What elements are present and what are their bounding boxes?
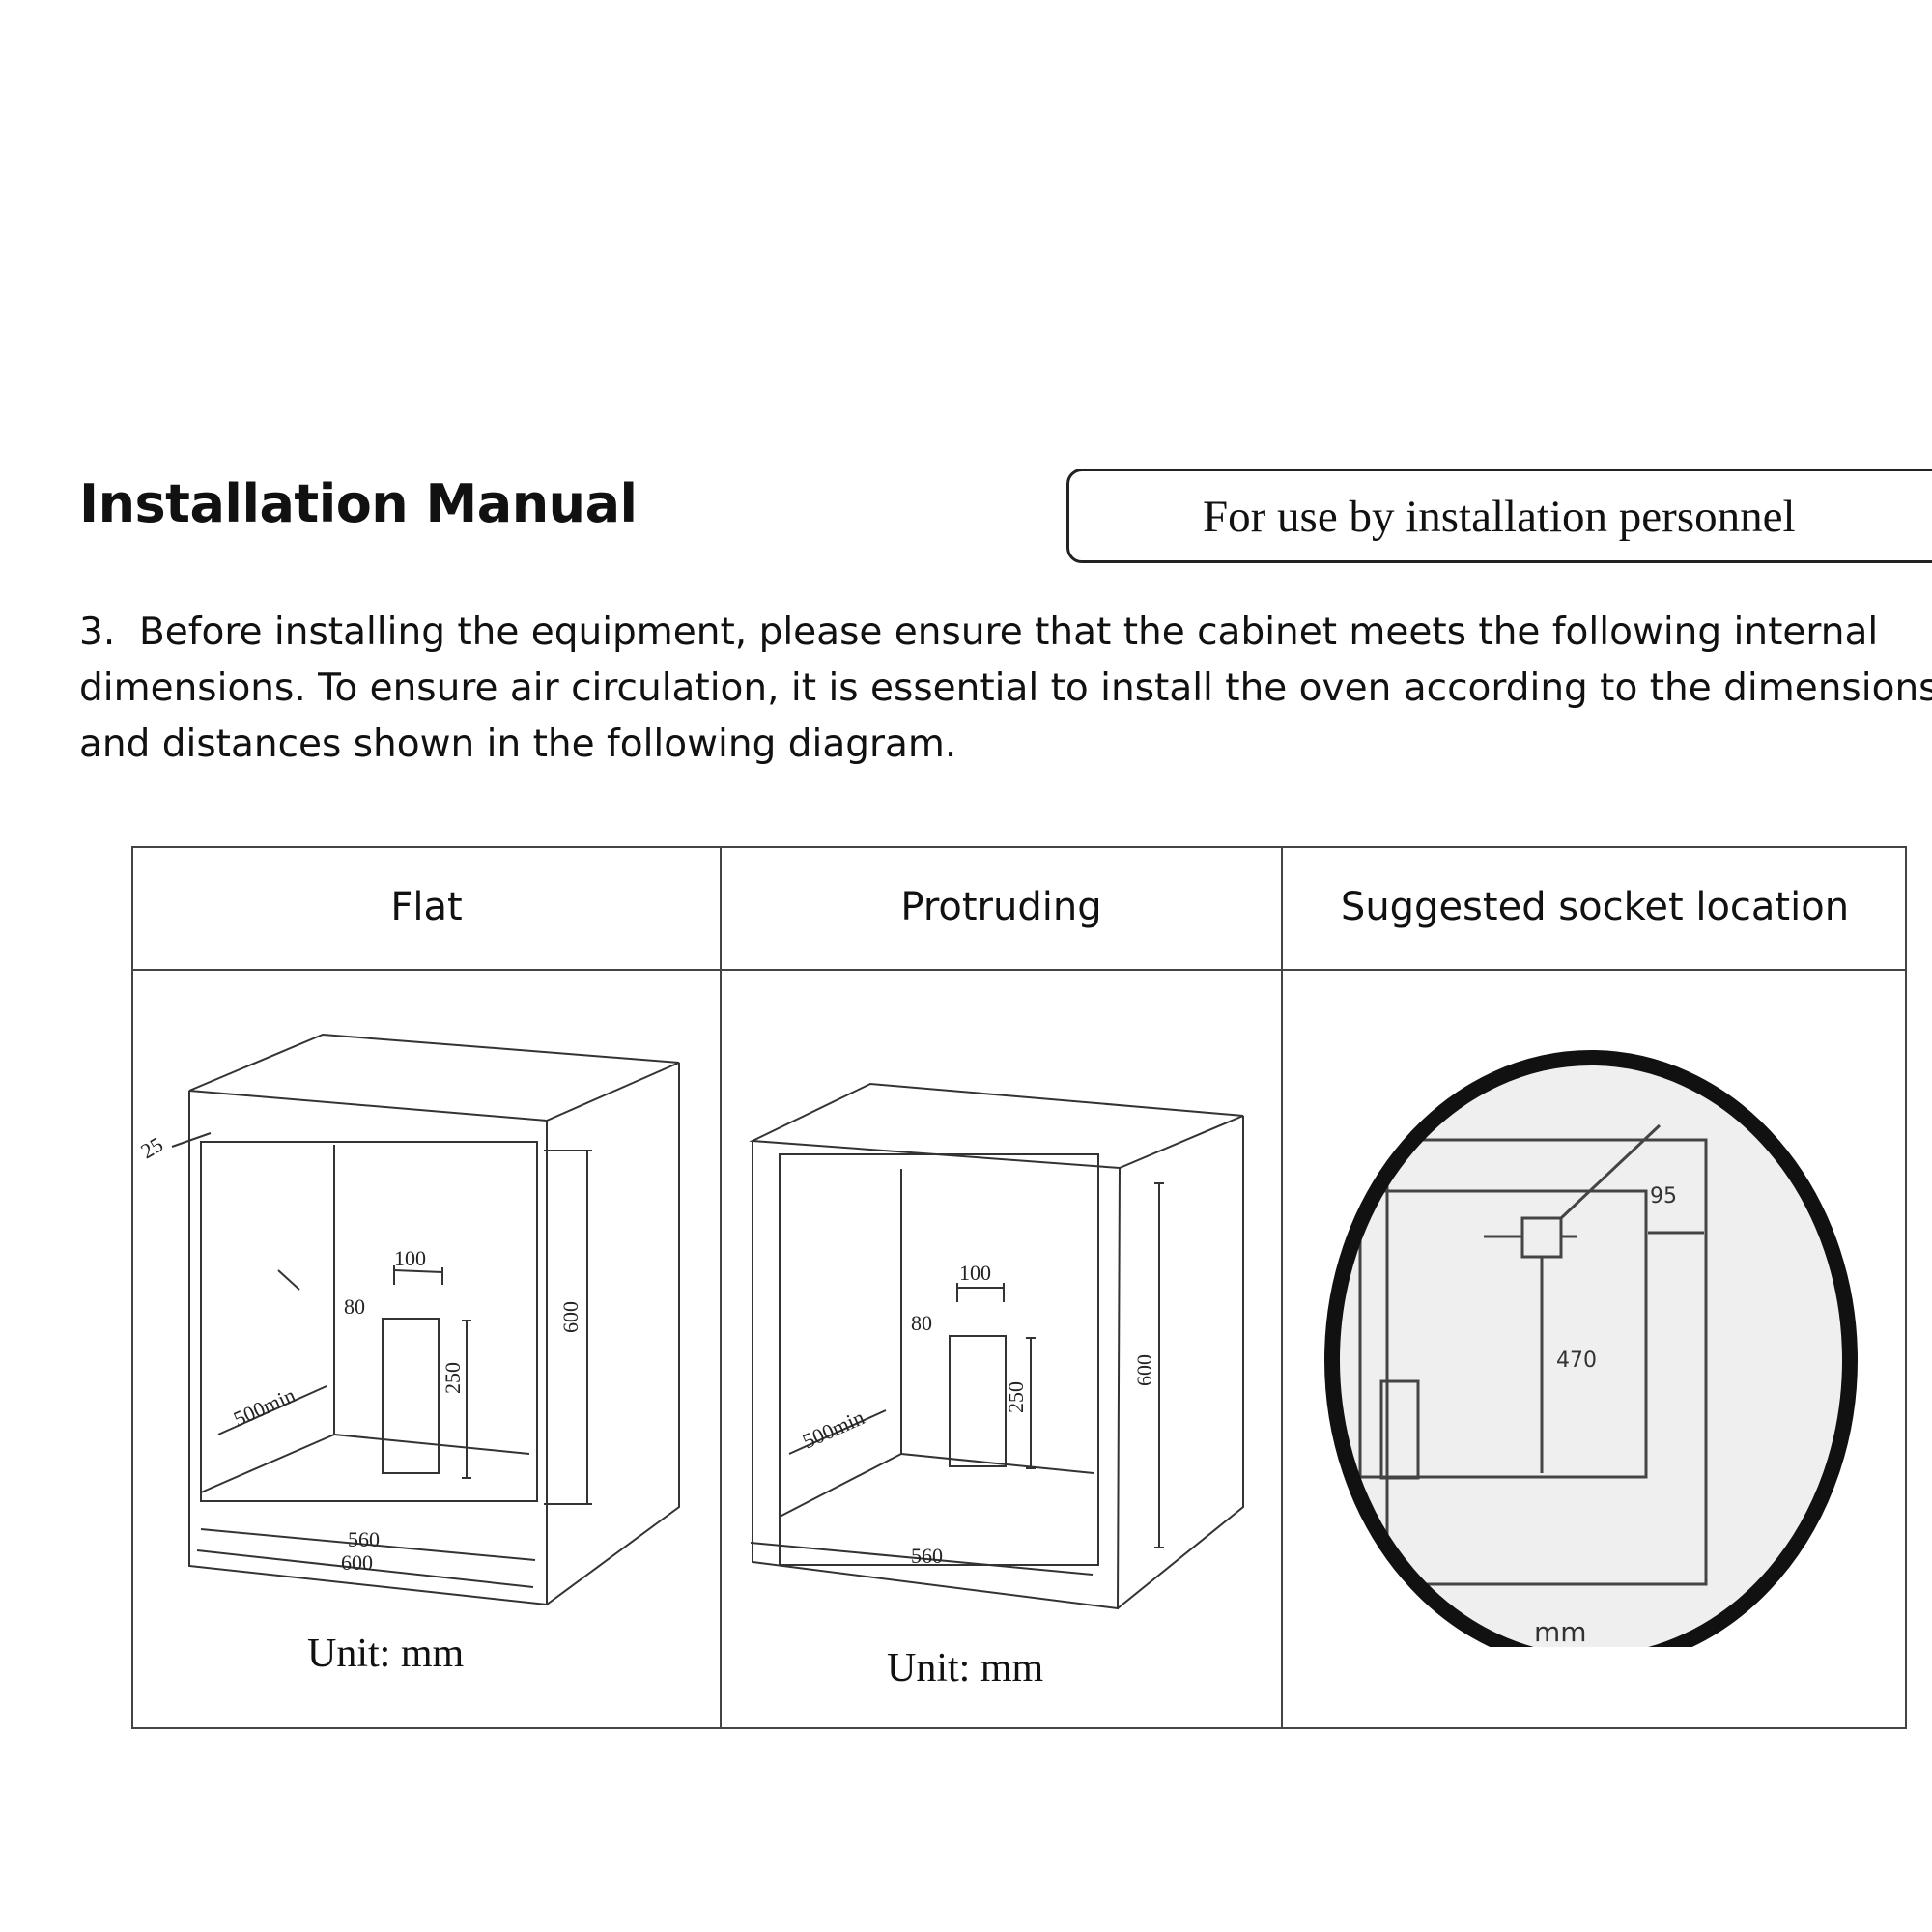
protruding-dim-500min: 500min bbox=[799, 1405, 868, 1453]
protruding-unit-caption: Unit: mm bbox=[887, 1646, 1044, 1690]
socket-dim-95: 95 bbox=[1650, 1184, 1677, 1208]
header-socket-location: Suggested socket location bbox=[1340, 885, 1850, 929]
protruding-dim-80: 80 bbox=[911, 1311, 932, 1335]
flat-oven-block bbox=[382, 1318, 440, 1474]
protruding-dim-250: 250 bbox=[1004, 1381, 1028, 1413]
socket-location-diagram: 95 470 mm bbox=[1324, 1050, 1858, 1647]
flat-dim-80: 80 bbox=[344, 1294, 365, 1319]
protruding-dim-600-height: 600 bbox=[1132, 1354, 1156, 1386]
flat-cavity-opening bbox=[200, 1141, 538, 1502]
flat-dim-600-width: 600 bbox=[341, 1550, 373, 1575]
flat-cabinet-front bbox=[188, 1091, 548, 1606]
flat-cabinet-diagram: 25 100 80 250 600 500min 560 600 bbox=[136, 1033, 680, 1606]
protruding-oven-block bbox=[949, 1335, 1007, 1467]
page-title: Installation Manual bbox=[79, 473, 638, 534]
flat-dim-100: 100 bbox=[394, 1246, 426, 1270]
instruction-line-3: and distances shown in the following dia… bbox=[79, 723, 957, 766]
zoom-area bbox=[1332, 1058, 1850, 1647]
socket-unit-fragment: mm bbox=[1534, 1616, 1587, 1647]
instruction-line-2: dimensions. To ensure air circulation, i… bbox=[79, 667, 1932, 710]
oven-outline bbox=[1358, 1189, 1648, 1479]
zoom-ring bbox=[1324, 1050, 1858, 1647]
flat-dim-600-height: 600 bbox=[558, 1301, 582, 1333]
flat-cabinet-top bbox=[188, 1033, 680, 1122]
header-protruding: Protruding bbox=[900, 885, 1102, 929]
protruding-dim-100: 100 bbox=[959, 1261, 991, 1285]
dimension-table: Flat Protruding Suggested socket locatio… bbox=[131, 846, 1907, 1729]
flat-dim-250: 250 bbox=[440, 1362, 465, 1394]
outer-cabinet-outline bbox=[1385, 1138, 1708, 1586]
instruction-number: 3. bbox=[79, 611, 116, 654]
flat-cabinet-side bbox=[546, 1063, 680, 1605]
header-divider bbox=[133, 969, 1905, 971]
flat-dim-560: 560 bbox=[348, 1527, 380, 1551]
flat-unit-caption: Unit: mm bbox=[307, 1632, 465, 1676]
flat-dim-500min: 500min bbox=[230, 1382, 299, 1431]
audience-badge bbox=[1066, 469, 1932, 563]
instruction-paragraph: 3.Before installing the equipment, pleas… bbox=[79, 605, 1932, 773]
protruding-cabinet-front bbox=[752, 1141, 1121, 1610]
socket-dim-470: 470 bbox=[1556, 1349, 1597, 1373]
audience-badge-text: For use by installation personnel bbox=[1203, 492, 1796, 542]
column-divider bbox=[720, 848, 722, 1727]
instruction-line-1: 3.Before installing the equipment, pleas… bbox=[79, 605, 1932, 661]
protruding-cabinet-diagram: 100 80 250 600 500min 560 bbox=[749, 1082, 1244, 1610]
protruding-cavity-opening bbox=[779, 1153, 1099, 1566]
protruding-cabinet-side bbox=[1117, 1116, 1244, 1609]
protruding-dim-560: 560 bbox=[911, 1544, 943, 1568]
column-divider bbox=[1281, 848, 1283, 1727]
flat-dim-25: 25 bbox=[136, 1132, 167, 1164]
header-flat: Flat bbox=[390, 885, 463, 929]
small-block bbox=[1379, 1379, 1420, 1480]
